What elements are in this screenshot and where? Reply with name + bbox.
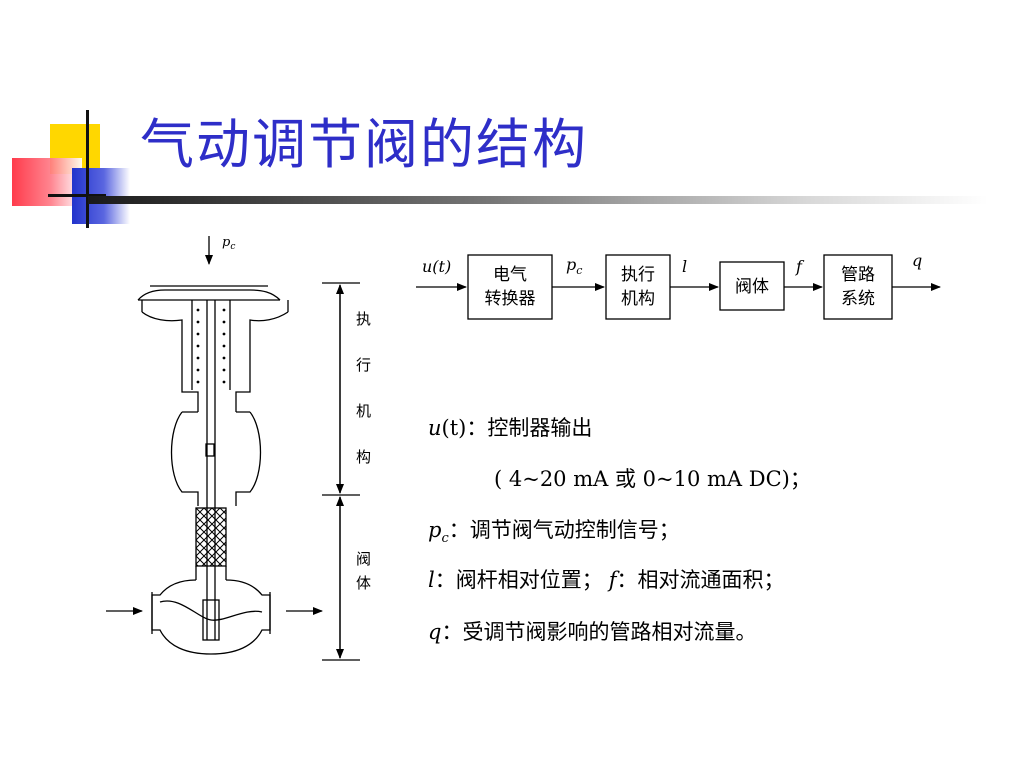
block-converter-line1: 电气 (493, 265, 527, 285)
desc-u-range: ( 4~20 mA 或 0~10 mA DC)； (494, 467, 811, 491)
logo-horizontal-bar (48, 194, 106, 197)
spring-dots (196, 308, 226, 384)
block-converter-line2: 转换器 (485, 289, 536, 309)
signal-u-label: u(t) (422, 257, 451, 276)
signal-pc-label: pc (566, 255, 582, 277)
page-title: 气动调节阀的结构 (140, 113, 588, 176)
actuator-label: 执 行 机 构 (356, 310, 371, 466)
valve-input-pc: pc (222, 235, 235, 252)
valve-body (151, 579, 271, 655)
logo-vertical-bar (86, 110, 89, 228)
valve-plug (202, 599, 220, 641)
svg-text:机: 机 (356, 402, 371, 420)
svg-text:执: 执 (356, 310, 371, 328)
svg-text:行: 行 (356, 356, 371, 374)
stem-connector (205, 443, 215, 457)
actuator-housing (141, 311, 289, 412)
block-pipeline-line2: 系统 (841, 289, 875, 309)
valve-drawing (106, 236, 360, 661)
title-underline (88, 196, 988, 204)
block-actuator-line1: 执行 (621, 265, 655, 285)
block-diagram (416, 254, 941, 320)
body-label: 阀 体 (356, 550, 371, 592)
desc-pc: pc：调节阀气动控制信号； (428, 518, 680, 547)
yoke (170, 411, 262, 506)
block-pipeline-line1: 管路 (841, 265, 875, 285)
signal-q-label: q (912, 251, 922, 270)
block-valve-body (719, 261, 785, 311)
logo-red-square (12, 158, 82, 206)
svg-text:体: 体 (356, 574, 371, 592)
signal-l-label: l (682, 257, 687, 276)
signal-f-label: f (795, 257, 805, 276)
spring-column (191, 300, 231, 390)
block-actuator-line2: 机构 (621, 289, 655, 309)
desc-u: u(t)：控制器输出 (428, 416, 593, 440)
desc-q: q：受调节阀影响的管路相对流量。 (428, 620, 757, 644)
block-valve-line1: 阀体 (735, 277, 769, 297)
desc-l-f: l：阀杆相对位置；f：相对流通面积； (428, 568, 785, 592)
svg-text:阀: 阀 (356, 550, 371, 568)
svg-text:构: 构 (356, 448, 371, 466)
valve-stem (206, 300, 216, 640)
packing (195, 507, 227, 567)
